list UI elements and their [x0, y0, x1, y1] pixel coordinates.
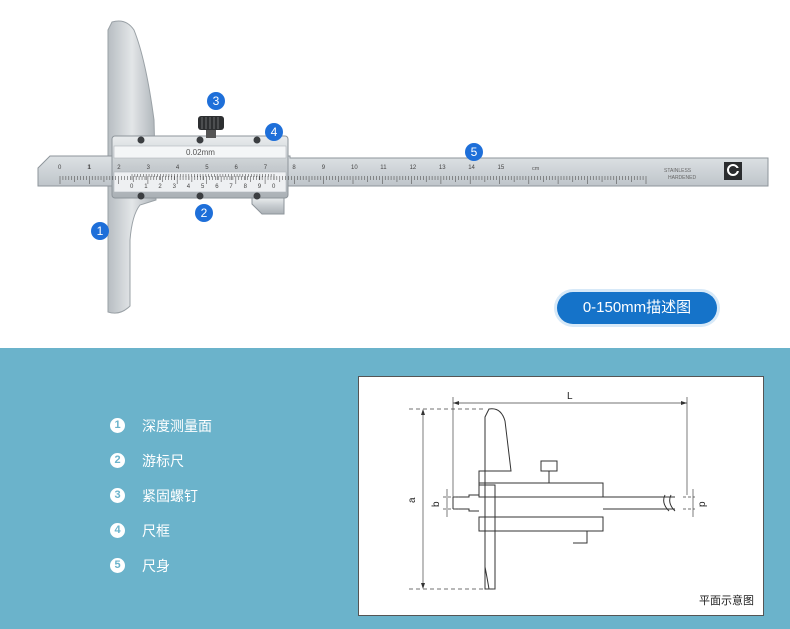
- main-scale-number: 9: [322, 165, 326, 171]
- drawing-frame: [478, 482, 604, 498]
- lock-screw-stem: [206, 128, 216, 138]
- main-scale-number: 3: [147, 165, 151, 171]
- drawing-beam: [452, 494, 675, 512]
- main-scale-number: 5: [205, 165, 209, 171]
- main-scale-number: 7: [264, 165, 268, 171]
- vernier-scale-number: 4: [187, 184, 191, 190]
- vernier-resolution-label: 0.02mm: [186, 148, 215, 157]
- technical-drawing: L a b p: [407, 391, 708, 590]
- legend-label: 尺框: [142, 523, 170, 540]
- legend-number: 3: [110, 488, 125, 503]
- vernier-scale-number: 7: [229, 184, 233, 190]
- legend-label: 紧固螺钉: [142, 488, 198, 505]
- main-scale-number: 1: [87, 165, 91, 171]
- vernier-scale-number: 0: [130, 184, 134, 190]
- marker-2-vernier: 2: [195, 204, 213, 222]
- main-scale-ticks: [59, 176, 647, 184]
- legend-label: 尺身: [142, 558, 170, 575]
- drawing-screw: [540, 460, 558, 472]
- legend-number: 1: [110, 418, 125, 433]
- marker-3-lock-screw: 3: [207, 92, 225, 110]
- vernier-scale-number: 6: [215, 184, 219, 190]
- legend-number: 5: [110, 558, 125, 573]
- main-scale-number: 8: [292, 165, 296, 171]
- main-scale-number: 4: [176, 165, 180, 171]
- unit-mark: cm: [532, 166, 540, 172]
- marker-4-frame: 4: [265, 123, 283, 141]
- drawing-base: [478, 408, 512, 590]
- main-scale-number: 13: [439, 165, 446, 171]
- dim-label-b: b: [431, 501, 442, 507]
- vernier-scale-number: 8: [244, 184, 248, 190]
- vernier-scale-number: 3: [173, 184, 177, 190]
- legend-label: 游标尺: [142, 453, 184, 470]
- main-scale-number: 12: [410, 165, 417, 171]
- legend-item: 1 深度测量面: [110, 408, 212, 443]
- main-scale-number: 14: [468, 165, 475, 171]
- vernier-scale-number: 2: [158, 184, 162, 190]
- description-pill: 0-150mm描述图: [557, 292, 717, 324]
- main-scale-number: 11: [380, 165, 387, 171]
- legend-item: 3 紧固螺钉: [110, 478, 212, 513]
- dim-label-p: p: [697, 501, 708, 507]
- dim-label-L: L: [567, 391, 573, 402]
- legend-item: 2 游标尺: [110, 443, 212, 478]
- main-scale-number: 2: [117, 165, 121, 171]
- drawing-caption: 平面示意图: [699, 594, 754, 607]
- legend-number: 2: [110, 453, 125, 468]
- legend-label: 深度测量面: [142, 418, 212, 435]
- marker-1-depth-face: 1: [91, 222, 109, 240]
- vernier-scale-ticks: [131, 174, 275, 180]
- stamp-line-2: HARDENED: [668, 175, 696, 181]
- parts-legend: 1 深度测量面 2 游标尺 3 紧固螺钉 4 尺框 5 尺身: [110, 408, 212, 583]
- info-panel: 1 深度测量面 2 游标尺 3 紧固螺钉 4 尺框 5 尺身: [0, 348, 790, 629]
- dim-label-a: a: [407, 497, 418, 503]
- vernier-scale-number: 9: [258, 184, 262, 190]
- main-scale-number: 15: [498, 165, 505, 171]
- main-scale-number: 1: [88, 165, 92, 171]
- stamp-line-1: STAINLESS: [664, 168, 692, 174]
- vernier-scale-number: 1: [144, 184, 148, 190]
- plan-view-drawing: L a b p 平面示意图: [358, 376, 764, 616]
- vernier-scale-number: 0: [272, 184, 276, 190]
- brand-logo-icon: [724, 162, 742, 180]
- frame-hook: [251, 197, 285, 215]
- legend-item: 4 尺框: [110, 513, 212, 548]
- main-scale-number: 6: [235, 165, 239, 171]
- main-scale-number: 10: [351, 165, 358, 171]
- vernier-scale-number: 5: [201, 184, 205, 190]
- legend-number: 4: [110, 523, 125, 538]
- legend-item: 5 尺身: [110, 548, 212, 583]
- marker-5-beam: 5: [465, 143, 483, 161]
- main-scale-number: 0: [58, 165, 62, 171]
- vernier-scale-numbers: 0 1 2 3 4 5 6 7 8 9 0: [130, 184, 276, 190]
